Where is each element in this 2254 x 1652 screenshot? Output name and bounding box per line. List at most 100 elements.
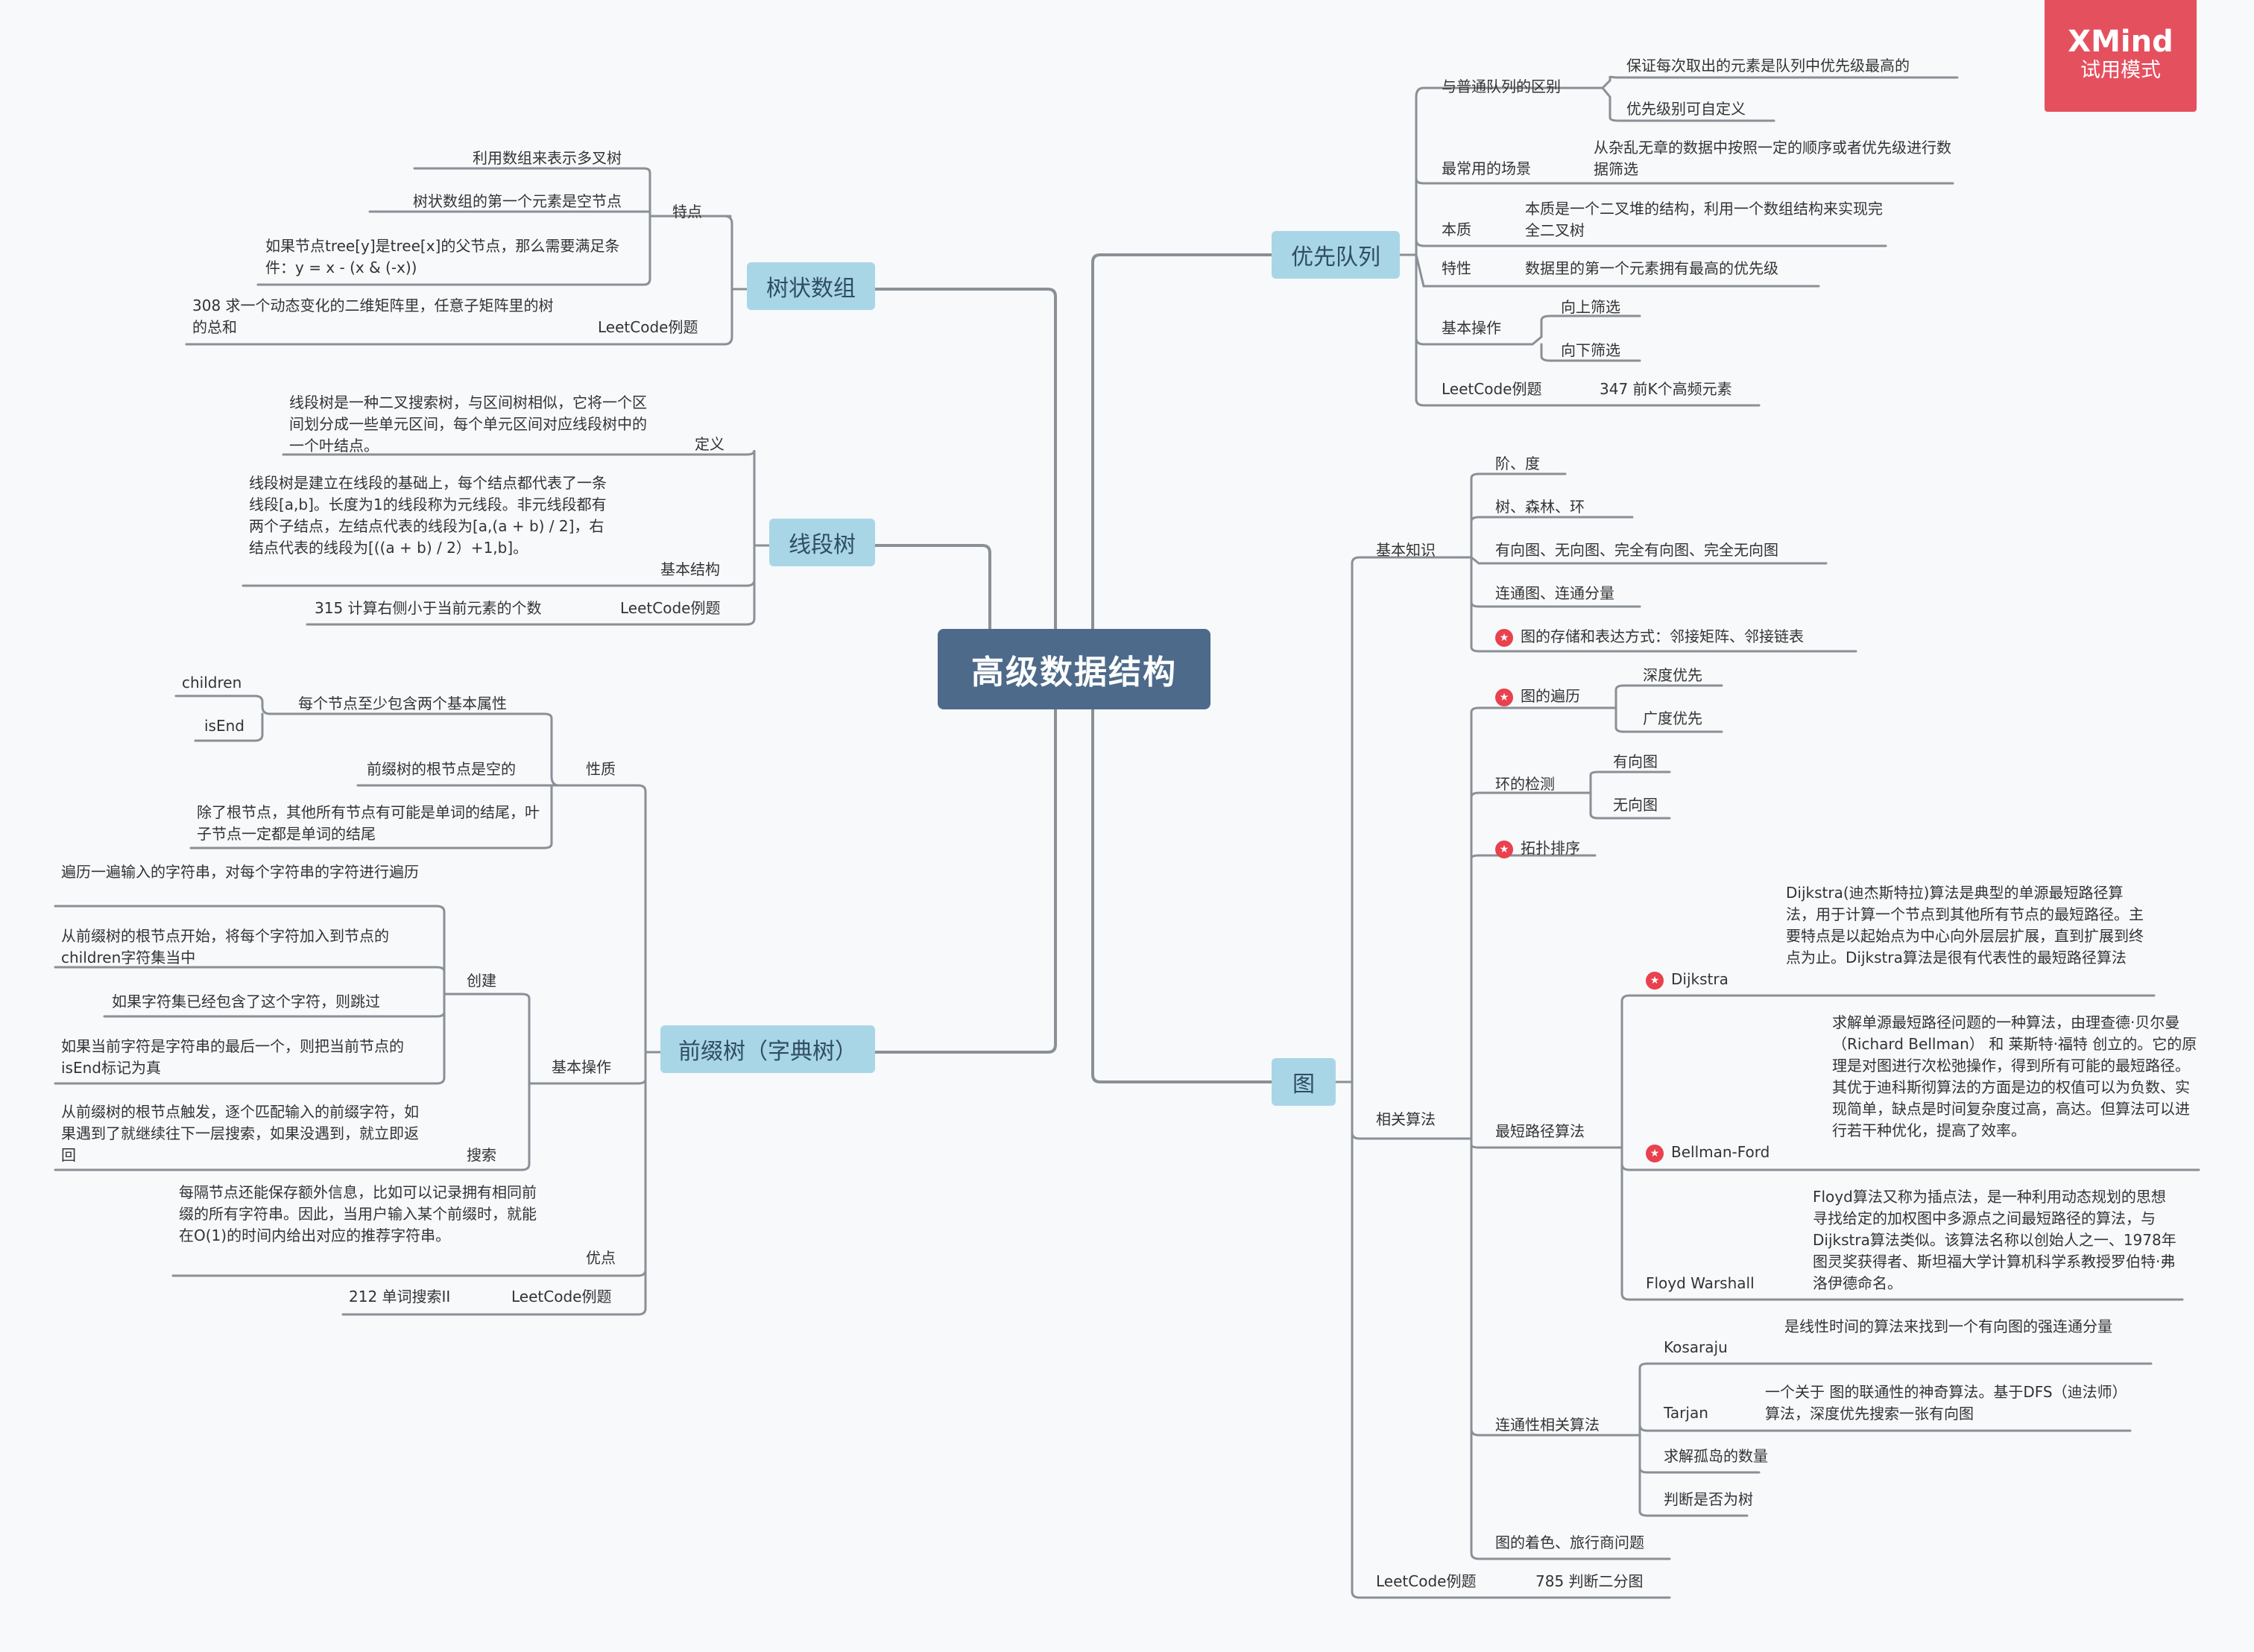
connector bbox=[583, 784, 662, 1054]
trie-leetcode-label[interactable]: LeetCode例题 bbox=[511, 1288, 612, 1306]
pq-leetcode-label[interactable]: LeetCode例题 bbox=[1442, 380, 1542, 398]
connector bbox=[1601, 75, 1959, 89]
graph-conn-label[interactable]: 连通性相关算法 bbox=[1495, 1416, 1600, 1434]
graph-basic-1[interactable]: 阶、度 bbox=[1495, 455, 1540, 472]
segment-leetcode-item[interactable]: 315 计算右侧小于当前元素的个数 bbox=[315, 599, 542, 617]
trie-create-3[interactable]: 如果字符集已经包含了这个字符，则跳过 bbox=[112, 993, 380, 1010]
graph-floyd-desc[interactable]: Floyd算法又称为插点法，是一种利用动态规划的思想寻找给定的加权图中多源点之间… bbox=[1813, 1188, 2176, 1292]
topic-fenwick-tree[interactable]: 树状数组 bbox=[747, 262, 875, 310]
pq-essence[interactable]: 本质是一个二叉堆的结构，利用一个数组结构来实现完全二叉树 bbox=[1525, 200, 1883, 239]
connector bbox=[1459, 472, 1567, 559]
graph-bellman-desc[interactable]: 求解单源最短路径问题的一种算法，由理查德·贝尔曼（Richard Bellman… bbox=[1832, 1013, 2197, 1139]
connector bbox=[1614, 706, 1723, 733]
pq-essence-label[interactable]: 本质 bbox=[1442, 221, 1471, 238]
graph-leetcode-label[interactable]: LeetCode例题 bbox=[1376, 1572, 1477, 1590]
graph-kosaraju-desc[interactable]: 是线性时间的算法来找到一个有向图的强连通分量 bbox=[1784, 1317, 2112, 1335]
trie-props-label[interactable]: 性质 bbox=[586, 760, 616, 778]
pq-ops-up[interactable]: 向上筛选 bbox=[1561, 298, 1620, 316]
trie-attr-isend[interactable]: isEnd bbox=[204, 717, 244, 735]
graph-basic-4[interactable]: 连通图、连通分量 bbox=[1495, 584, 1614, 602]
pq-feature[interactable]: 数据里的第一个元素拥有最高的优先级 bbox=[1525, 259, 1778, 277]
graph-traverse-dfs[interactable]: 深度优先 bbox=[1643, 666, 1702, 684]
trie-attr-children[interactable]: children bbox=[182, 674, 242, 692]
connector bbox=[874, 708, 1057, 1054]
pq-scene[interactable]: 从杂乱无章的数据中按照一定的顺序或者优先级进行数据筛选 bbox=[1594, 139, 1951, 178]
graph-cycle-label[interactable]: 环的检测 bbox=[1495, 775, 1555, 793]
graph-sp-label[interactable]: 最短路径算法 bbox=[1495, 1122, 1585, 1140]
pq-diff-label[interactable]: 与普通队列的区别 bbox=[1442, 77, 1561, 95]
graph-tarjan-desc[interactable]: 一个关于 图的联通性的神奇算法。基于DFS（迪法师）算法，深度优先搜索一张有向图 bbox=[1765, 1383, 2127, 1422]
graph-bellman-label[interactable]: ★Bellman-Ford bbox=[1646, 1142, 1770, 1163]
connector bbox=[256, 215, 651, 286]
graph-leetcode-item[interactable]: 785 判断二分图 bbox=[1535, 1572, 1644, 1590]
graph-tarjan-label[interactable]: Tarjan bbox=[1664, 1404, 1708, 1422]
trie-create-2[interactable]: 从前缀树的根节点开始，将每个字符加入到节点的children字符集当中 bbox=[61, 927, 389, 966]
pq-ops-down[interactable]: 向下筛选 bbox=[1561, 341, 1620, 359]
fenwick-leetcode-label[interactable]: LeetCode例题 bbox=[598, 318, 698, 336]
root-topic[interactable]: 高级数据结构 bbox=[938, 629, 1210, 709]
connector bbox=[306, 544, 756, 626]
connector bbox=[458, 993, 549, 1085]
graph-floyd-label[interactable]: Floyd Warshall bbox=[1646, 1274, 1755, 1292]
trie-create-4[interactable]: 如果当前字符是字符串的最后一个，则把当前节点的isEnd标记为真 bbox=[61, 1037, 404, 1077]
graph-topo-label[interactable]: ★拓扑排序 bbox=[1495, 838, 1580, 859]
graph-traverse-bfs[interactable]: 广度优先 bbox=[1643, 709, 1702, 727]
graph-traverse-label[interactable]: ★图的遍历 bbox=[1495, 686, 1580, 707]
connector bbox=[1620, 1146, 2184, 1301]
topic-segment-tree[interactable]: 线段树 bbox=[769, 519, 875, 566]
graph-basic-5[interactable]: ★图的存储和表达方式：邻接矩阵、邻接链表 bbox=[1495, 626, 1804, 648]
connector bbox=[648, 215, 733, 291]
graph-dijkstra-label[interactable]: ★Dijkstra bbox=[1646, 969, 1729, 990]
connector bbox=[1540, 343, 1641, 362]
connector bbox=[1091, 253, 1273, 630]
graph-kosaraju-label[interactable]: Kosaraju bbox=[1664, 1338, 1728, 1356]
fenwick-leetcode-item[interactable]: 308 求一个动态变化的二维矩阵里，任意子矩阵里的树的总和 bbox=[192, 297, 554, 336]
topic-graph[interactable]: 图 bbox=[1272, 1058, 1336, 1106]
fenwick-features-label[interactable]: 特点 bbox=[672, 203, 702, 221]
graph-coloring[interactable]: 图的着色、旅行商问题 bbox=[1495, 1534, 1644, 1551]
topic-trie[interactable]: 前缀树（字典树） bbox=[660, 1025, 875, 1073]
topic-priority-queue[interactable]: 优先队列 bbox=[1272, 231, 1400, 279]
trie-search[interactable]: 从前缀树的根节点触发，逐个匹配输入的前缀字符，如果遇到了就继续往下一层搜索，如果… bbox=[61, 1103, 419, 1164]
fenwick-feature-2[interactable]: 树状数组的第一个元素是空节点 bbox=[413, 192, 622, 210]
graph-cycle-directed[interactable]: 有向图 bbox=[1613, 753, 1658, 770]
trie-ops-label[interactable]: 基本操作 bbox=[552, 1058, 611, 1076]
connector bbox=[54, 993, 446, 1085]
graph-is-tree[interactable]: 判断是否为树 bbox=[1664, 1490, 1753, 1508]
trie-create-1[interactable]: 遍历一遍输入的字符串，对每个字符串的字符进行遍历 bbox=[61, 863, 419, 881]
graph-algo-label[interactable]: 相关算法 bbox=[1376, 1110, 1436, 1128]
trie-leetcode-item[interactable]: 212 单词搜索II bbox=[349, 1288, 451, 1306]
trie-props-root[interactable]: 前缀树的根节点是空的 bbox=[367, 760, 516, 778]
star-marker-icon: ★ bbox=[1646, 971, 1664, 990]
pq-feature-label[interactable]: 特性 bbox=[1442, 259, 1471, 277]
trie-props-other[interactable]: 除了根节点，其他所有节点有可能是单词的结尾，叶子节点一定都是单词的结尾 bbox=[197, 803, 540, 843]
fenwick-feature-3[interactable]: 如果节点tree[y]是tree[x]的父节点，那么需要满足条件：y = x -… bbox=[265, 237, 620, 276]
graph-basic-3[interactable]: 有向图、无向图、完全有向图、完全无向图 bbox=[1495, 541, 1778, 559]
connector bbox=[1415, 253, 1761, 407]
connector bbox=[54, 1082, 531, 1171]
graph-basic-2[interactable]: 树、森林、环 bbox=[1495, 498, 1585, 516]
connector bbox=[194, 712, 264, 742]
pq-ops-label[interactable]: 基本操作 bbox=[1442, 319, 1501, 337]
segment-structure[interactable]: 线段树是建立在线段的基础上，每个结点都代表了一条线段[a,b]。长度为1的线段称… bbox=[249, 474, 607, 557]
graph-islands[interactable]: 求解孤岛的数量 bbox=[1664, 1447, 1768, 1465]
trie-advantage[interactable]: 每隔节点还能保存额外信息，比如可以记录拥有相同前缀的所有字符串。因此，当用户输入… bbox=[179, 1183, 537, 1244]
graph-dijkstra-desc[interactable]: Dijkstra(迪杰斯特拉)算法是典型的单源最短路径算法，用于计算一个节点到其… bbox=[1786, 884, 2144, 966]
star-marker-icon: ★ bbox=[1646, 1144, 1664, 1162]
graph-basic-label[interactable]: 基本知识 bbox=[1376, 541, 1436, 559]
pq-scene-label[interactable]: 最常用的场景 bbox=[1442, 159, 1531, 177]
pq-leetcode-item[interactable]: 347 前K个高频元素 bbox=[1600, 380, 1732, 398]
graph-cycle-undirected[interactable]: 无向图 bbox=[1613, 796, 1658, 814]
connector bbox=[1635, 1362, 2153, 1437]
trie-search-label[interactable]: 搜索 bbox=[467, 1146, 496, 1164]
trie-advantage-label[interactable]: 优点 bbox=[586, 1249, 616, 1267]
segment-leetcode-label[interactable]: LeetCode例题 bbox=[620, 599, 721, 617]
segment-structure-label[interactable]: 基本结构 bbox=[660, 560, 720, 578]
segment-definition-label[interactable]: 定义 bbox=[695, 435, 724, 453]
trie-create-label[interactable]: 创建 bbox=[467, 972, 496, 990]
trie-props-attr[interactable]: 每个节点至少包含两个基本属性 bbox=[298, 694, 507, 712]
fenwick-feature-1[interactable]: 利用数组来表示多叉树 bbox=[473, 149, 622, 167]
segment-definition[interactable]: 线段树是一种二叉搜索树，与区间树相似，它将一个区间划分成一些单元区间，每个单元区… bbox=[289, 393, 647, 455]
pq-diff-1[interactable]: 保证每次取出的元素是队列中优先级最高的 bbox=[1626, 57, 1910, 75]
pq-diff-2[interactable]: 优先级别可自定义 bbox=[1626, 100, 1746, 118]
